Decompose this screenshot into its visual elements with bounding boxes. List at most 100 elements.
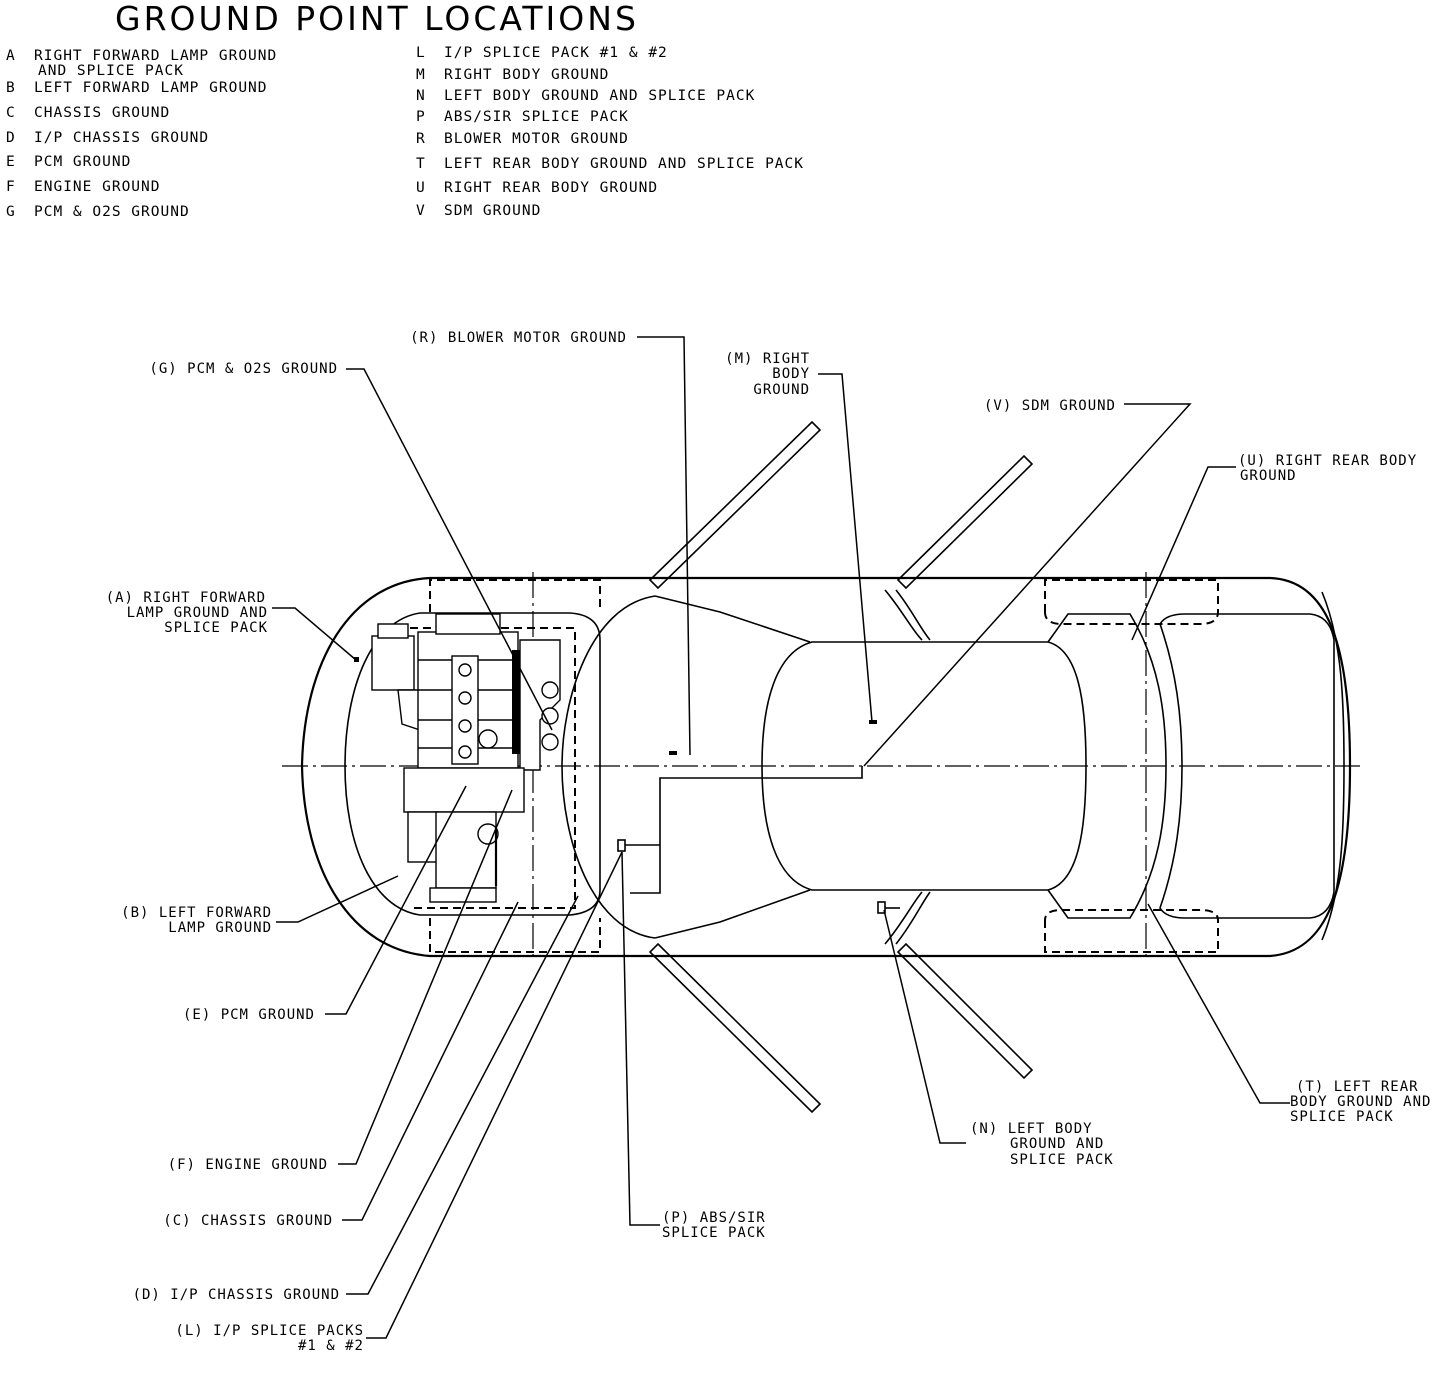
windshield — [561, 595, 656, 939]
legend-item-b: B LEFT FORWARD LAMP GROUND — [6, 80, 268, 96]
legend-item-r: R BLOWER MOTOR GROUND — [416, 131, 628, 147]
starter — [407, 811, 439, 863]
ground-marker-p — [617, 839, 626, 852]
legend-item-t: T LEFT REAR BODY GROUND AND SPLICE PACK — [416, 156, 804, 172]
legend-item-v: V SDM GROUND — [416, 203, 540, 219]
rear-left-wheel — [1044, 909, 1219, 953]
leader-l — [366, 851, 623, 1339]
leader-t — [1147, 903, 1290, 1104]
callout-line: GROUND AND — [1010, 1136, 1104, 1152]
pulley — [541, 733, 559, 751]
callout-line: LAMP GROUND AND — [127, 605, 268, 621]
legend-text: PCM & O2S GROUND — [34, 204, 190, 220]
rear-left-door — [896, 942, 1034, 1080]
legend-code: A — [6, 48, 16, 64]
legend-code: P — [416, 109, 426, 125]
callout-line: BODY — [772, 366, 810, 382]
leader-a — [272, 607, 357, 661]
legend-left: A RIGHT FORWARD LAMP GROUND AND SPLICE P… — [6, 48, 277, 220]
legend-right: L I/P SPLICE PACK #1 & #2 M RIGHT BODY G… — [416, 45, 804, 219]
callout-line: (P) ABS/SIR — [662, 1210, 766, 1226]
front-left-wheel — [429, 918, 601, 953]
callout-line: GROUND — [1240, 468, 1297, 484]
legend-text: RIGHT FORWARD LAMP GROUND — [34, 48, 277, 64]
b-pillar-upper-2 — [895, 589, 931, 641]
callout-v: (V) SDM GROUND — [984, 398, 1116, 414]
callout-line: BODY GROUND AND — [1290, 1094, 1431, 1110]
legend-code: U — [416, 180, 426, 196]
air-intake — [397, 689, 421, 731]
legend-code: V — [416, 203, 426, 219]
legend-item-p: P ABS/SIR SPLICE PACK — [416, 109, 628, 125]
b-pillar-upper — [884, 589, 923, 641]
legend-text: LEFT REAR BODY GROUND AND SPLICE PACK — [444, 156, 804, 172]
legend-text: I/P CHASSIS GROUND — [34, 130, 209, 146]
legend-item-d: D I/P CHASSIS GROUND — [6, 130, 209, 146]
rear-right-wheel — [1044, 579, 1219, 625]
callout-p: (P) ABS/SIR SPLICE PACK — [662, 1210, 766, 1241]
legend-code: N — [416, 88, 426, 104]
accessory-drive — [519, 639, 561, 771]
ground-marker-m — [869, 720, 877, 724]
legend-code: M — [416, 67, 426, 83]
legend-code: G — [6, 204, 16, 220]
legend-text: LEFT BODY GROUND AND SPLICE PACK — [444, 88, 755, 104]
callout-line: (T) LEFT REAR — [1296, 1079, 1419, 1095]
windshield-inner-lower — [654, 889, 811, 939]
legend-item-g: G PCM & O2S GROUND — [6, 204, 190, 220]
leader-u — [1131, 466, 1236, 641]
legend-text: LEFT FORWARD LAMP GROUND — [34, 80, 268, 96]
legend-item-n: N LEFT BODY GROUND AND SPLICE PACK — [416, 88, 755, 104]
callout-a: (A) RIGHT FORWARD LAMP GROUND AND SPLICE… — [106, 590, 268, 636]
legend-code: C — [6, 105, 16, 121]
callout-line: SPLICE PACK — [662, 1225, 766, 1241]
cylinder-plug — [458, 691, 472, 705]
callout-line: (U) RIGHT REAR BODY — [1238, 453, 1417, 469]
callout-line: (B) LEFT FORWARD — [121, 905, 272, 921]
legend-code: F — [6, 179, 16, 195]
legend-item-u: U RIGHT REAR BODY GROUND — [416, 180, 657, 196]
callout-t: (T) LEFT REAR BODY GROUND AND SPLICE PAC… — [1290, 1079, 1431, 1125]
diagram-title: GROUND POINT LOCATIONS — [115, 0, 639, 38]
callout-line: (L) I/P SPLICE PACKS — [175, 1323, 364, 1339]
leader-e — [325, 785, 467, 1015]
vehicle-top-view — [282, 420, 1360, 1114]
callout-c: (C) CHASSIS GROUND — [163, 1213, 333, 1229]
leader-p — [621, 851, 660, 1226]
legend-item-e: E PCM GROUND — [6, 154, 130, 170]
battery-top — [377, 623, 409, 639]
distributor — [478, 729, 498, 749]
legend-text: I/P SPLICE PACK #1 & #2 — [444, 45, 668, 61]
axle-joint — [477, 823, 499, 845]
leader-g — [346, 368, 553, 731]
leader-n — [883, 909, 966, 1144]
callout-g: (G) PCM & O2S GROUND — [149, 361, 338, 377]
legend-item-a: A RIGHT FORWARD LAMP GROUND AND SPLICE P… — [6, 48, 277, 79]
cylinder-plug — [458, 719, 472, 733]
callout-line: GROUND — [753, 382, 810, 398]
callout-line: (A) RIGHT FORWARD — [106, 590, 266, 606]
i-p-bracket — [630, 766, 863, 894]
legend-text: RIGHT BODY GROUND — [444, 67, 609, 83]
pulley — [541, 681, 559, 699]
leader-c — [342, 901, 519, 1221]
battery — [371, 635, 415, 691]
legend-code: B — [6, 80, 16, 96]
body-outline — [300, 576, 1352, 958]
callout-b: (B) LEFT FORWARD LAMP GROUND — [121, 905, 272, 936]
callout-labels: (R) BLOWER MOTOR GROUND (G) PCM & O2S GR… — [106, 330, 1431, 1354]
rear-right-door — [896, 454, 1034, 590]
legend-code: T — [416, 156, 426, 172]
callout-l: (L) I/P SPLICE PACKS #1 & #2 — [175, 1323, 364, 1354]
leader-d — [346, 895, 579, 1295]
exhaust-manifold — [512, 650, 520, 754]
b-pillar-lower — [884, 891, 923, 945]
legend-item-f: F ENGINE GROUND — [6, 179, 161, 195]
valve-cover — [435, 613, 501, 635]
callout-d: (D) I/P CHASSIS GROUND — [133, 1287, 340, 1303]
leader-lines — [272, 336, 1290, 1339]
cylinder-plug — [458, 745, 472, 759]
callout-line: #1 & #2 — [298, 1338, 364, 1354]
callout-r: (R) BLOWER MOTOR GROUND — [410, 330, 627, 346]
legend-text: ENGINE GROUND — [34, 179, 161, 195]
